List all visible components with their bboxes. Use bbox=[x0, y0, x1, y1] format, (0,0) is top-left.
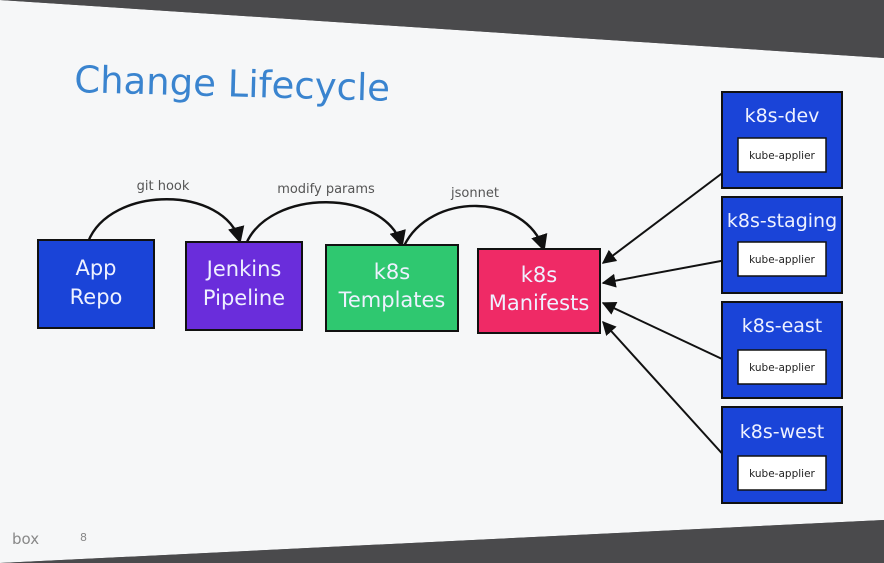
cluster-k8s-east-name: k8s-east bbox=[742, 315, 823, 337]
node-templates-box bbox=[325, 244, 459, 332]
node-jenkins-pipeline: Jenkins Pipeline bbox=[185, 241, 303, 331]
page-number: 8 bbox=[80, 531, 87, 544]
top-dark-band bbox=[0, 0, 884, 58]
cluster-k8s-dev-agent: kube-applier bbox=[749, 150, 815, 162]
cluster-k8s-staging-name: k8s-staging bbox=[727, 210, 837, 232]
node-app-repo-box bbox=[37, 239, 155, 329]
edge-label-git-hook: git hook bbox=[137, 179, 190, 194]
cluster-k8s-east-agent: kube-applier bbox=[749, 362, 815, 374]
cluster-k8s-west-name: k8s-west bbox=[740, 421, 824, 443]
node-k8s-manifests: k8s Manifests bbox=[477, 248, 601, 334]
arrow-dev-to-manifests bbox=[601, 161, 738, 264]
arrow-git-hook bbox=[86, 198, 245, 244]
slide-title: Change Lifecycle bbox=[74, 58, 391, 110]
arrow-west-to-manifests bbox=[602, 320, 738, 471]
cluster-k8s-staging-agent-box bbox=[737, 241, 827, 277]
box-logo: box bbox=[12, 530, 39, 548]
node-k8s-templates: k8s Templates bbox=[325, 244, 459, 332]
cluster-k8s-staging: k8s-staging kube-applier bbox=[721, 196, 843, 294]
cluster-k8s-west-agent-box bbox=[737, 455, 827, 491]
cluster-k8s-west-agent: kube-applier bbox=[749, 468, 815, 480]
arrow-east-to-manifests bbox=[601, 302, 738, 367]
cluster-k8s-east-agent-box bbox=[737, 349, 827, 385]
cluster-k8s-west: k8s-west kube-applier bbox=[721, 406, 843, 504]
cluster-k8s-dev: k8s-dev kube-applier bbox=[721, 91, 843, 189]
node-jenkins-line2: Pipeline bbox=[203, 286, 285, 310]
node-manifests-line2: Manifests bbox=[489, 291, 590, 315]
node-manifests-line1: k8s bbox=[521, 263, 557, 287]
cluster-k8s-staging-agent: kube-applier bbox=[749, 254, 815, 266]
cluster-k8s-dev-agent-box bbox=[737, 137, 827, 173]
arrow-staging-to-manifests bbox=[601, 257, 738, 288]
arrow-modify-params bbox=[244, 201, 406, 248]
edge-label-modify-params: modify params bbox=[277, 182, 375, 197]
node-app-repo: App Repo bbox=[37, 239, 155, 329]
node-jenkins-line1: Jenkins bbox=[205, 257, 282, 281]
bottom-dark-band bbox=[0, 520, 884, 563]
arrow-jsonnet bbox=[402, 204, 548, 252]
node-templates-line2: Templates bbox=[338, 288, 446, 312]
node-templates-line1: k8s bbox=[374, 260, 410, 284]
edge-label-jsonnet: jsonnet bbox=[450, 186, 499, 201]
node-manifests-box bbox=[477, 248, 601, 334]
node-app-repo-line2: Repo bbox=[70, 285, 123, 309]
cluster-k8s-east: k8s-east kube-applier bbox=[721, 301, 843, 399]
node-jenkins-box bbox=[185, 241, 303, 331]
node-app-repo-line1: App bbox=[75, 256, 116, 280]
cluster-k8s-dev-name: k8s-dev bbox=[745, 105, 820, 127]
